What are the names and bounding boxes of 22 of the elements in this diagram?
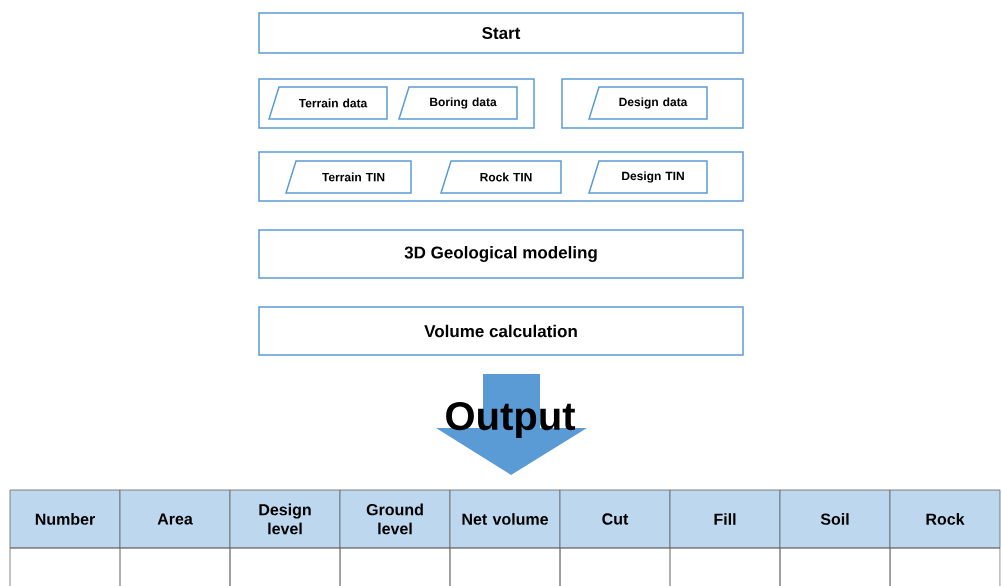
data-parallelogram: Terrain TIN (285, 160, 412, 194)
table-header-cell: Rock (889, 489, 1001, 549)
table-header-cell: Ground level (339, 489, 451, 549)
process-box: Start (258, 12, 744, 54)
data-parallelogram: Design data (588, 86, 708, 120)
table-header-cell: Soil (779, 489, 891, 549)
data-parallelogram: Design TIN (588, 160, 708, 194)
data-parallelogram: Boring data (398, 86, 518, 120)
table-header-cell: Number (9, 489, 121, 549)
table-header-cell: Area (119, 489, 231, 549)
data-parallelogram: Rock TIN (440, 160, 562, 194)
group-box (561, 78, 744, 129)
process-box: Volume calculation (258, 306, 744, 356)
table-header-cell: Fill (669, 489, 781, 549)
group-box (258, 78, 535, 129)
output-title: Output (446, 401, 576, 439)
table-header-cell: Net volume (449, 489, 561, 549)
table-header-cell: Cut (559, 489, 671, 549)
data-parallelogram: Terrain data (268, 86, 388, 120)
process-box: 3D Geological modeling (258, 229, 744, 279)
group-box (258, 151, 744, 202)
table-header-cell: Design level (229, 489, 341, 549)
